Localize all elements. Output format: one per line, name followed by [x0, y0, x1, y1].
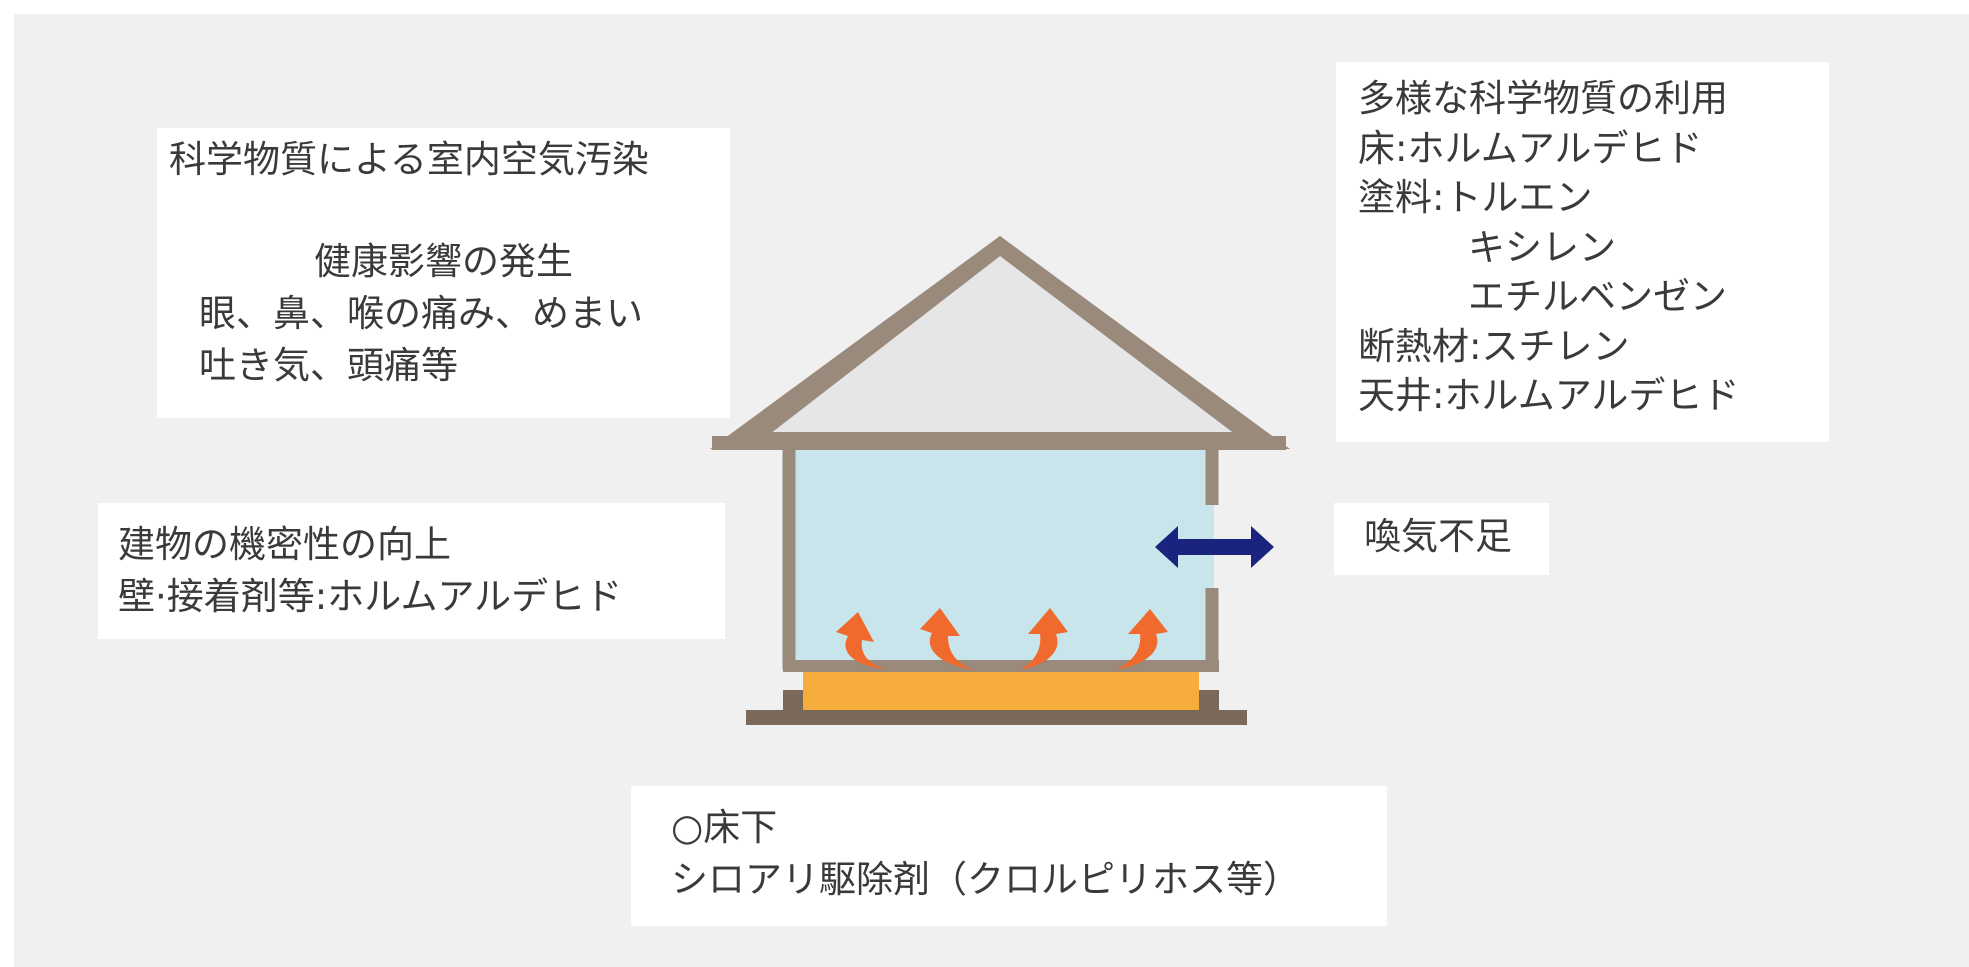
underfloor-box: ○床下 シロアリ駆除剤（クロルピリホス等） — [631, 786, 1387, 926]
health-subtitle: 健康影響の発生 — [314, 240, 573, 283]
chemicals-floor: 床:ホルムアルデヒド — [1358, 126, 1703, 170]
health-spacer — [169, 186, 730, 236]
underfloor-termiticide: シロアリ駆除剤（クロルピリホス等） — [671, 858, 1300, 901]
emission-arrows — [836, 608, 1168, 670]
health-title: 科学物質による室内空気汚染 — [169, 138, 649, 181]
chemicals-paint-ethylbenzene: エチルベンゼン — [1468, 275, 1727, 318]
chemicals-paint-xylene: キシレン — [1468, 225, 1616, 269]
ventilation-double-arrow — [1155, 526, 1274, 568]
health-symptoms-1: 眼、鼻、喉の痛み、めまい — [199, 292, 643, 335]
chemicals-title: 多様な科学物質の利用 — [1358, 77, 1728, 120]
floor-slab — [803, 670, 1199, 710]
ventilation-box: 喚気不足 — [1334, 503, 1549, 575]
airtight-title: 建物の機密性の向上 — [118, 523, 451, 566]
health-impact-box: 科学物質による室内空気汚染 健康影響の発生 眼、鼻、喉の痛み、めまい 吐き気、頭… — [157, 128, 730, 418]
ventilation-label: 喚気不足 — [1364, 515, 1512, 558]
foundation-base — [746, 710, 1247, 725]
health-symptoms-2: 吐き気、頭痛等 — [199, 344, 458, 387]
emission-arrow-3 — [1020, 608, 1068, 670]
foundation-left-post — [783, 690, 803, 712]
chemicals-insulation: 断熱材:スチレン — [1358, 324, 1630, 368]
ventilation-arrow — [1155, 526, 1274, 568]
emission-arrow-1 — [836, 612, 887, 670]
chemicals-usage-box: 多様な科学物質の利用 床:ホルムアルデヒド 塗料:トルエン キシレン エチルベン… — [1336, 62, 1829, 442]
airtight-walls: 壁·接着剤等:ホルムアルデヒド — [118, 575, 623, 618]
chemicals-paint: 塗料:トルエン — [1358, 176, 1593, 219]
foundation-right-post — [1199, 690, 1219, 712]
underfloor-title: ○床下 — [671, 806, 778, 849]
emission-arrow-2 — [920, 608, 975, 670]
roof — [725, 235, 1280, 448]
emission-arrow-4 — [1116, 609, 1168, 670]
chemicals-ceiling: 天井:ホルムアルデヒド — [1358, 374, 1740, 417]
airtightness-box: 建物の機密性の向上 壁·接着剤等:ホルムアルデヒド — [98, 503, 725, 639]
